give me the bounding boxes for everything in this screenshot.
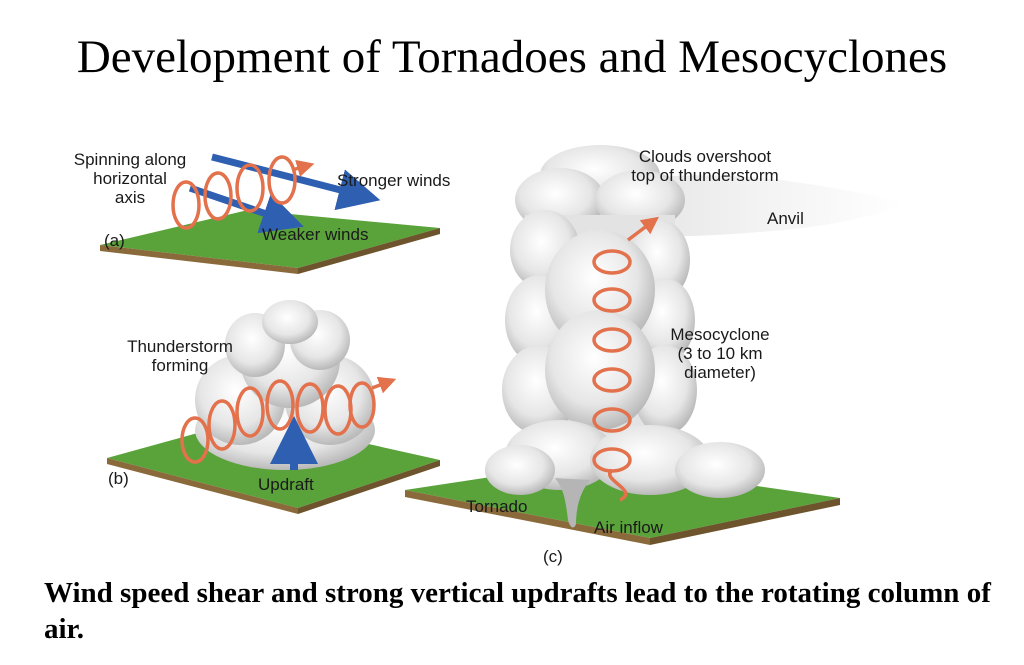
panel-b-label: (b) xyxy=(108,469,129,488)
tornado-label: Tornado xyxy=(466,497,527,516)
caption: Wind speed shear and strong vertical upd… xyxy=(44,577,991,645)
mesocyclone-label-2: (3 to 10 km xyxy=(677,344,762,363)
mesocyclone-label-1: Mesocyclone xyxy=(670,325,769,344)
overshoot-label-1: Clouds overshoot xyxy=(639,147,772,166)
thunderstorm-label-1: Thunderstorm xyxy=(127,337,233,356)
stronger-winds-arrow xyxy=(211,153,381,211)
panel-a: Spinning along horizontal axis Stronger … xyxy=(74,150,450,274)
horizontal-spiral xyxy=(171,155,315,230)
weaker-winds-label: Weaker winds xyxy=(262,225,368,244)
mesocyclone-label-3: diameter) xyxy=(684,363,756,382)
stronger-winds-label: Stronger winds xyxy=(337,171,450,190)
tornado-funnel xyxy=(555,478,590,528)
panel-a-label: (a) xyxy=(104,231,125,250)
page-title: Development of Tornadoes and Mesocyclone… xyxy=(76,31,948,83)
spin-label-2: horizontal xyxy=(93,169,167,188)
updraft-label: Updraft xyxy=(258,475,314,494)
panel-b: Thunderstorm forming Updraft (b) xyxy=(107,300,440,514)
thunderstorm-label-2: forming xyxy=(152,356,209,375)
overshoot-label-2: top of thunderstorm xyxy=(631,166,778,185)
vertical-spiral xyxy=(592,216,659,502)
panel-c: Clouds overshoot top of thunderstorm Anv… xyxy=(405,145,905,566)
rising-spiral xyxy=(180,376,397,464)
ground-plate-a xyxy=(100,210,440,268)
panel-c-label: (c) xyxy=(543,547,563,566)
air-inflow-label: Air inflow xyxy=(594,518,664,537)
spin-label-1: Spinning along xyxy=(74,150,186,169)
anvil-label: Anvil xyxy=(767,209,804,228)
tornado-development-diagram: Spinning along horizontal axis Stronger … xyxy=(74,145,905,566)
spin-label-3: axis xyxy=(115,188,145,207)
